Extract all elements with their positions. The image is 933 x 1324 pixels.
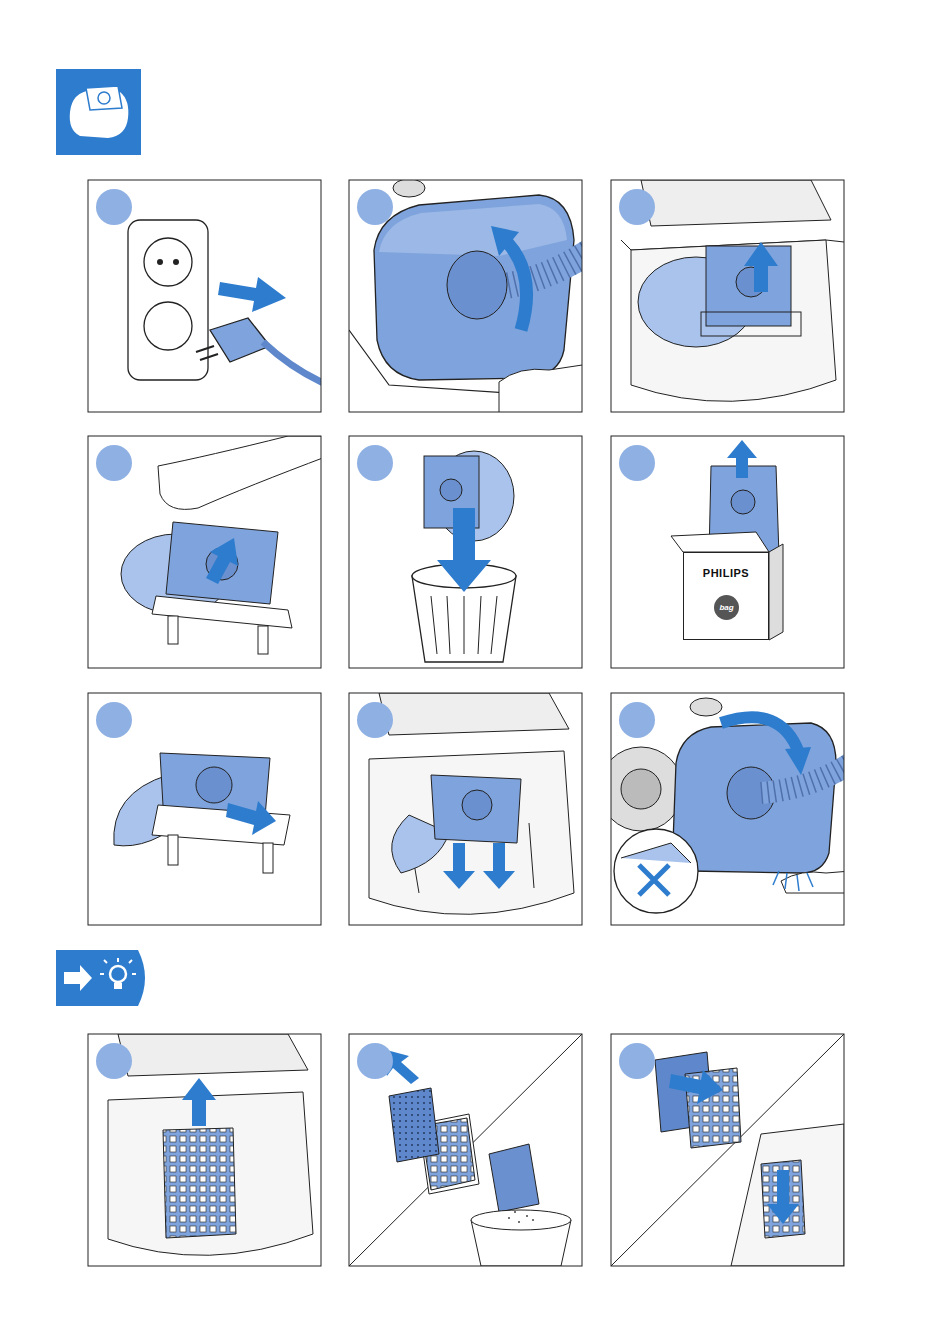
node-label: bag bbox=[719, 603, 733, 612]
node-label: PHILIPS bbox=[688, 567, 764, 579]
step-panel bbox=[611, 180, 844, 412]
step-panel bbox=[349, 436, 582, 668]
bag-section-icon bbox=[56, 69, 141, 155]
step-panel bbox=[349, 1034, 582, 1266]
step-panel bbox=[88, 180, 328, 412]
tip-icon bbox=[56, 950, 145, 1006]
logo-badge: bag bbox=[714, 595, 739, 620]
step-panel bbox=[611, 436, 844, 668]
step-panel bbox=[88, 1034, 321, 1266]
step-panel bbox=[599, 693, 851, 925]
step-panel bbox=[88, 436, 328, 668]
step-panel bbox=[88, 693, 321, 925]
step-panel bbox=[349, 693, 582, 925]
step-panel bbox=[349, 179, 589, 420]
bag-box: PHILIPS bag bbox=[683, 552, 769, 640]
step-panel bbox=[611, 1034, 844, 1266]
